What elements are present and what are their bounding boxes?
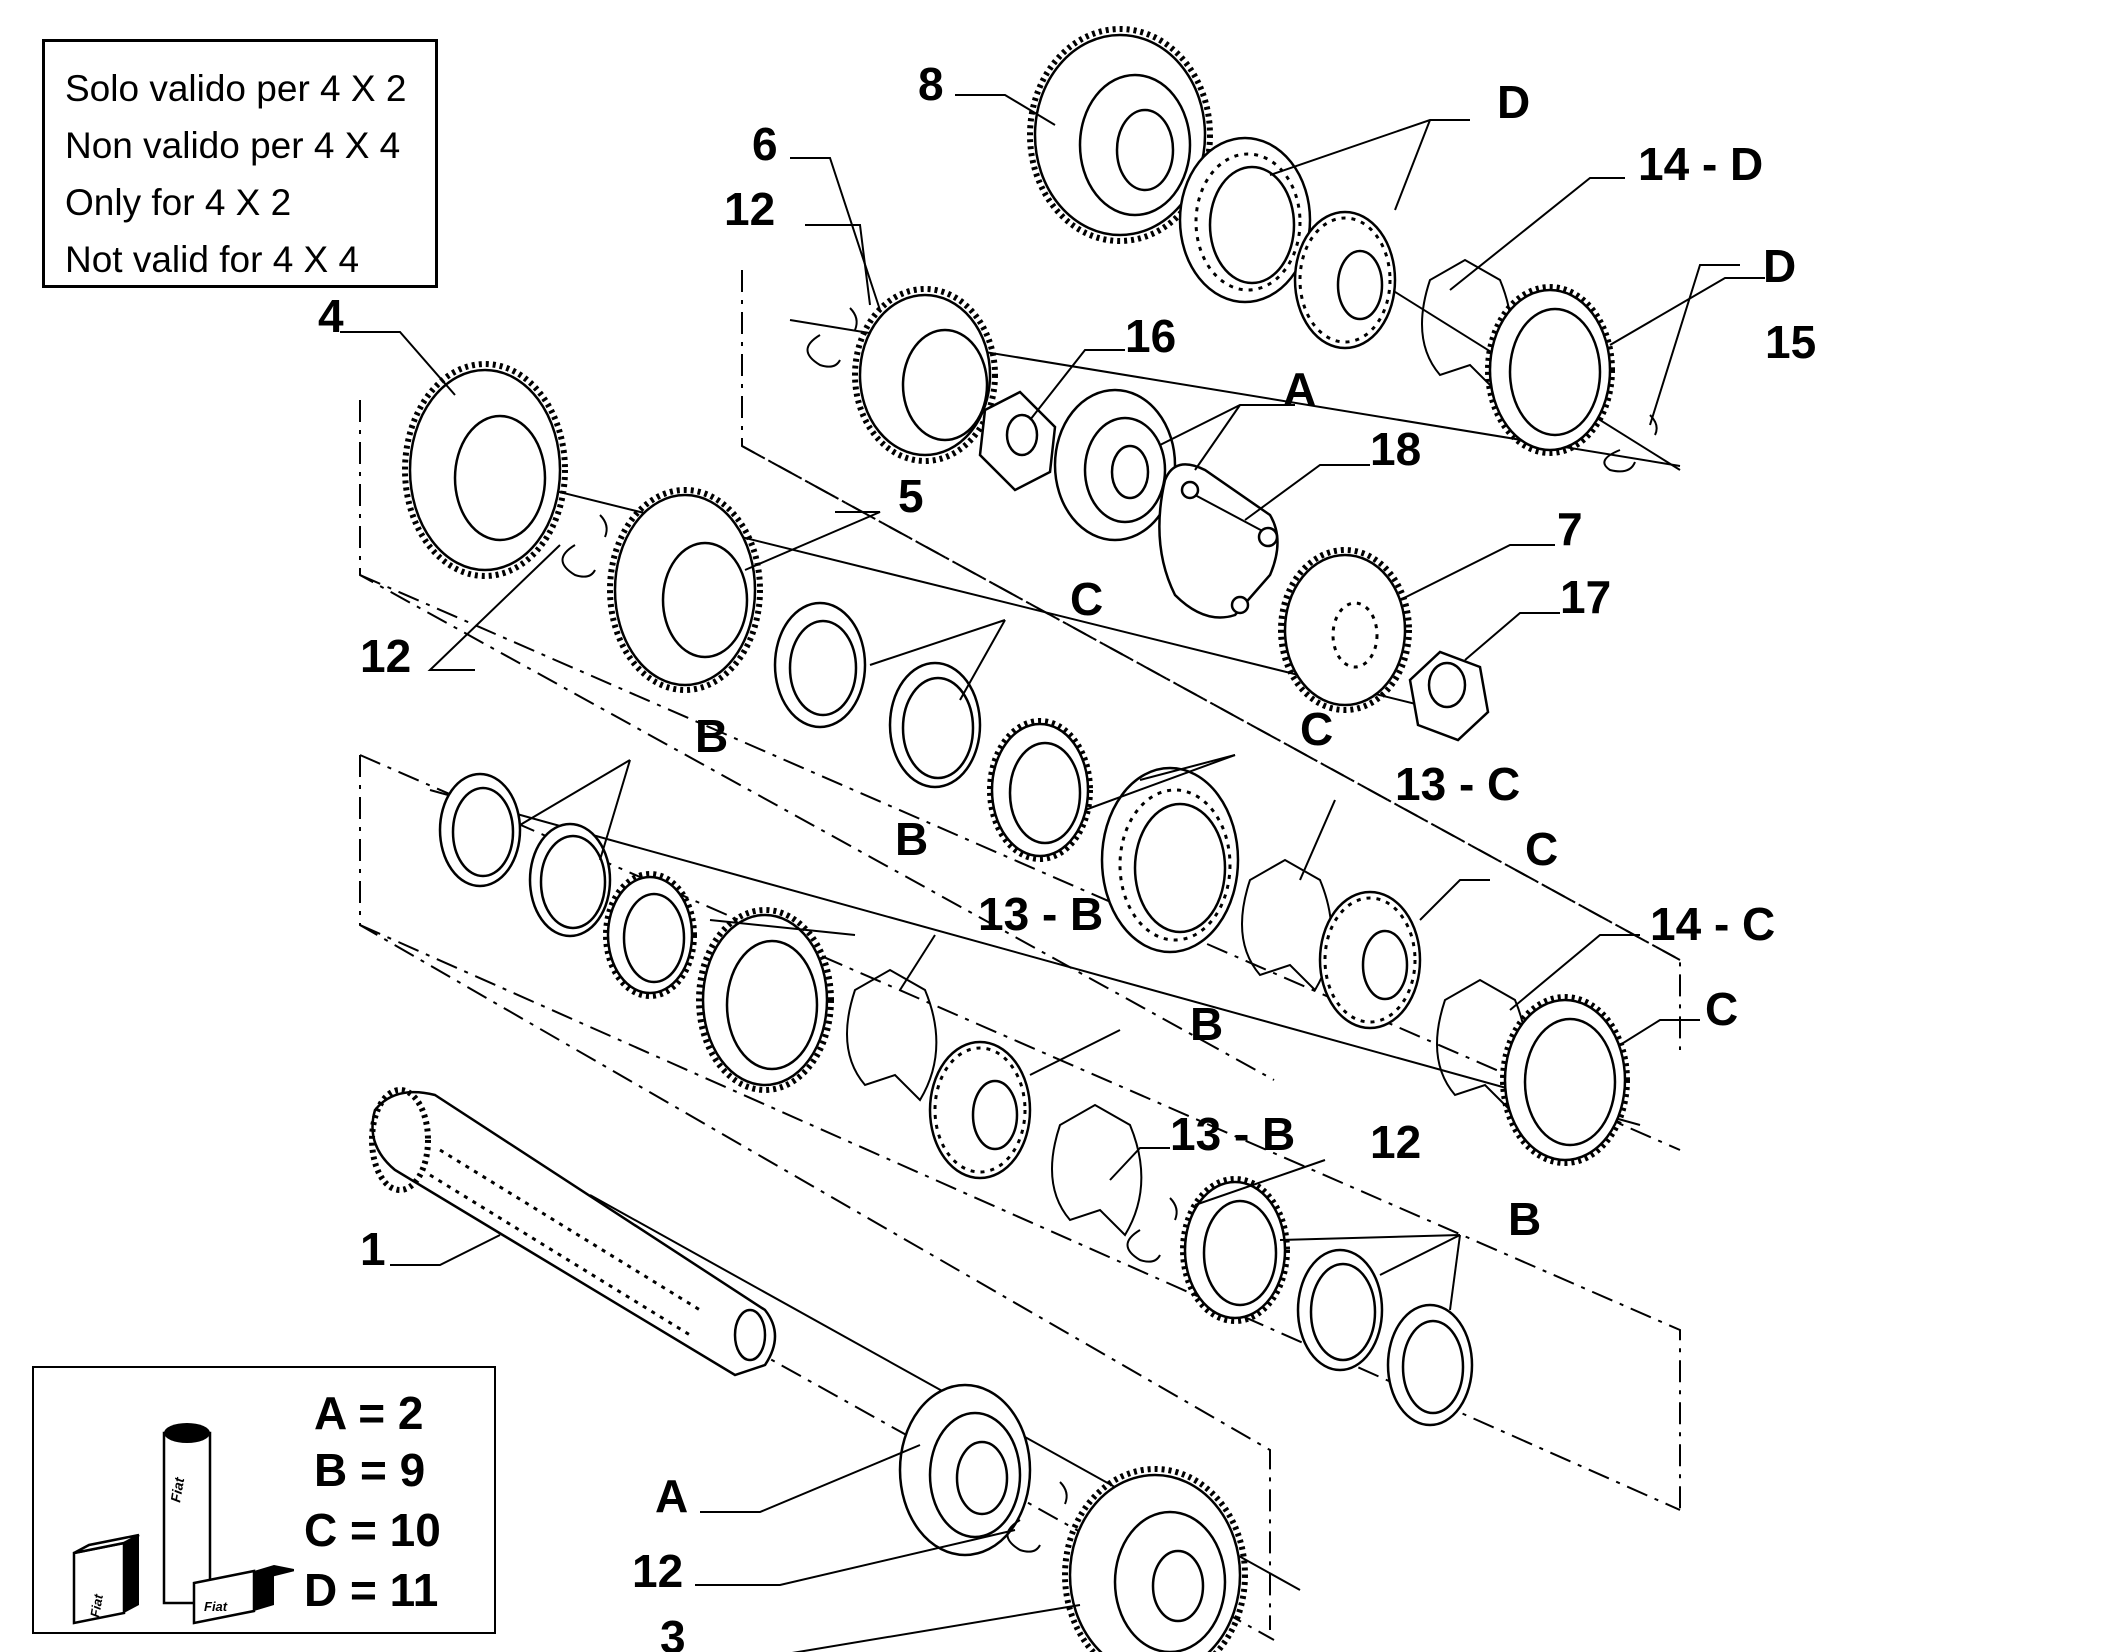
callout-12-d: 12 [632, 1545, 683, 1597]
gear-6 [852, 286, 998, 464]
gear-7 [1278, 547, 1412, 713]
legend-item-c: C = 10 [304, 1504, 441, 1556]
clip-12-left [561, 514, 608, 578]
synchro-ring-b-8 [1296, 1248, 1384, 1372]
spring-13-c [1241, 858, 1333, 992]
kit-quantity-legend: Fiat Fiat Fiat A = 2 B = 9 C = 10 D = 11 [32, 1366, 496, 1634]
callout-14-c: 14 - C [1650, 898, 1775, 950]
bearing-a-top [1053, 388, 1177, 542]
synchro-ring-b-2 [888, 661, 982, 789]
sleeve-b-2 [696, 907, 834, 1093]
callout-7: 7 [1557, 503, 1583, 555]
callout-d-2: D [1763, 240, 1796, 292]
callout-c-3: C [1525, 823, 1558, 875]
group-boundaries [359, 270, 1681, 1641]
callout-15: 15 [1765, 316, 1816, 368]
gear-4 [402, 361, 568, 579]
clip-12-bottom [1006, 1481, 1068, 1553]
note-line-en-2: Not valid for 4 X 4 [65, 239, 360, 280]
note-line-it-1: Solo valido per 4 X 2 [65, 68, 407, 109]
synchro-ring-b-6 [603, 871, 697, 999]
gear-8 [1027, 26, 1213, 244]
gear-3 [1062, 1466, 1248, 1652]
callout-8: 8 [918, 58, 944, 110]
synchro-ring-b-4 [438, 772, 522, 888]
spring-13-b-1 [846, 968, 938, 1102]
synchro-ring-b-5 [528, 822, 612, 938]
nut-17 [1408, 650, 1490, 742]
sleeve-b [1100, 766, 1240, 954]
legend-item-a: A = 2 [314, 1387, 424, 1439]
callout-c-4: C [1705, 983, 1738, 1035]
callout-14-d: 14 - D [1638, 138, 1763, 190]
synchro-ring-b-3 [987, 718, 1093, 862]
bearing-a-bottom [898, 1383, 1032, 1557]
bracket-18 [1158, 463, 1279, 619]
applicability-note: Solo valido per 4 X 2 Non valido per 4 X… [42, 39, 438, 288]
callout-16: 16 [1125, 310, 1176, 362]
group-c-boundary-upper [741, 270, 1681, 1050]
gear-5 [607, 487, 763, 693]
callout-4: 4 [318, 290, 344, 342]
logo-text-3: Fiat [204, 1599, 228, 1614]
logo-text-1: Fiat [167, 1475, 187, 1504]
hub-d [1293, 210, 1397, 350]
callout-6: 6 [752, 118, 778, 170]
callout-13-c: 13 - C [1395, 758, 1520, 810]
callout-18: 18 [1370, 423, 1421, 475]
callout-12-a: 12 [724, 183, 775, 235]
callout-b-3: B [1190, 998, 1223, 1050]
synchro-ring-b-1 [773, 601, 867, 729]
logo-text-2: Fiat [87, 1592, 106, 1618]
clip-12-mid [1126, 1197, 1178, 1263]
callout-a-1: A [1283, 363, 1316, 415]
callout-c-2: C [1300, 703, 1333, 755]
clip-12-top [806, 307, 858, 368]
callout-13-b-1: 13 - B [978, 888, 1103, 940]
callout-labels: 8 D 6 12 14 - D D 4 16 A 15 18 5 7 C 17 … [318, 58, 1816, 1652]
callout-c-1: C [1070, 573, 1103, 625]
callout-12-c: 12 [1370, 1116, 1421, 1168]
callout-3: 3 [660, 1611, 686, 1652]
clip-15 [1603, 414, 1658, 473]
hub-b [928, 1040, 1032, 1180]
callout-12-b: 12 [360, 630, 411, 682]
callout-d-1: D [1497, 76, 1530, 128]
note-line-en-1: Only for 4 X 2 [65, 182, 292, 223]
callout-17: 17 [1560, 571, 1611, 623]
legend-item-b: B = 9 [314, 1444, 426, 1496]
callout-5: 5 [898, 470, 924, 522]
callout-a-2: A [655, 1470, 688, 1522]
callout-1: 1 [360, 1223, 386, 1275]
hub-c [1318, 890, 1422, 1030]
callout-b-4: B [1508, 1193, 1541, 1245]
leader-lines [340, 94, 1765, 1652]
group-b-boundary-lower [359, 755, 1271, 1630]
callout-b-2: B [895, 813, 928, 865]
callout-b-1: B [695, 710, 728, 762]
legend-item-d: D = 11 [304, 1564, 439, 1616]
fiat-kit-icon: Fiat Fiat Fiat [72, 1423, 294, 1625]
synchro-ring-c [1500, 994, 1630, 1166]
synchro-ring-b-7 [1180, 1176, 1290, 1324]
washer-16 [978, 390, 1057, 492]
spring-13-b-2 [1051, 1103, 1143, 1237]
synchro-ring-b-9 [1386, 1303, 1474, 1427]
sleeve-d [1178, 136, 1312, 304]
callout-13-b-2: 13 - B [1170, 1108, 1295, 1160]
main-shaft-1 [369, 1087, 777, 1377]
synchro-ring-d [1485, 284, 1615, 456]
note-line-it-2: Non valido per 4 X 4 [65, 125, 401, 166]
